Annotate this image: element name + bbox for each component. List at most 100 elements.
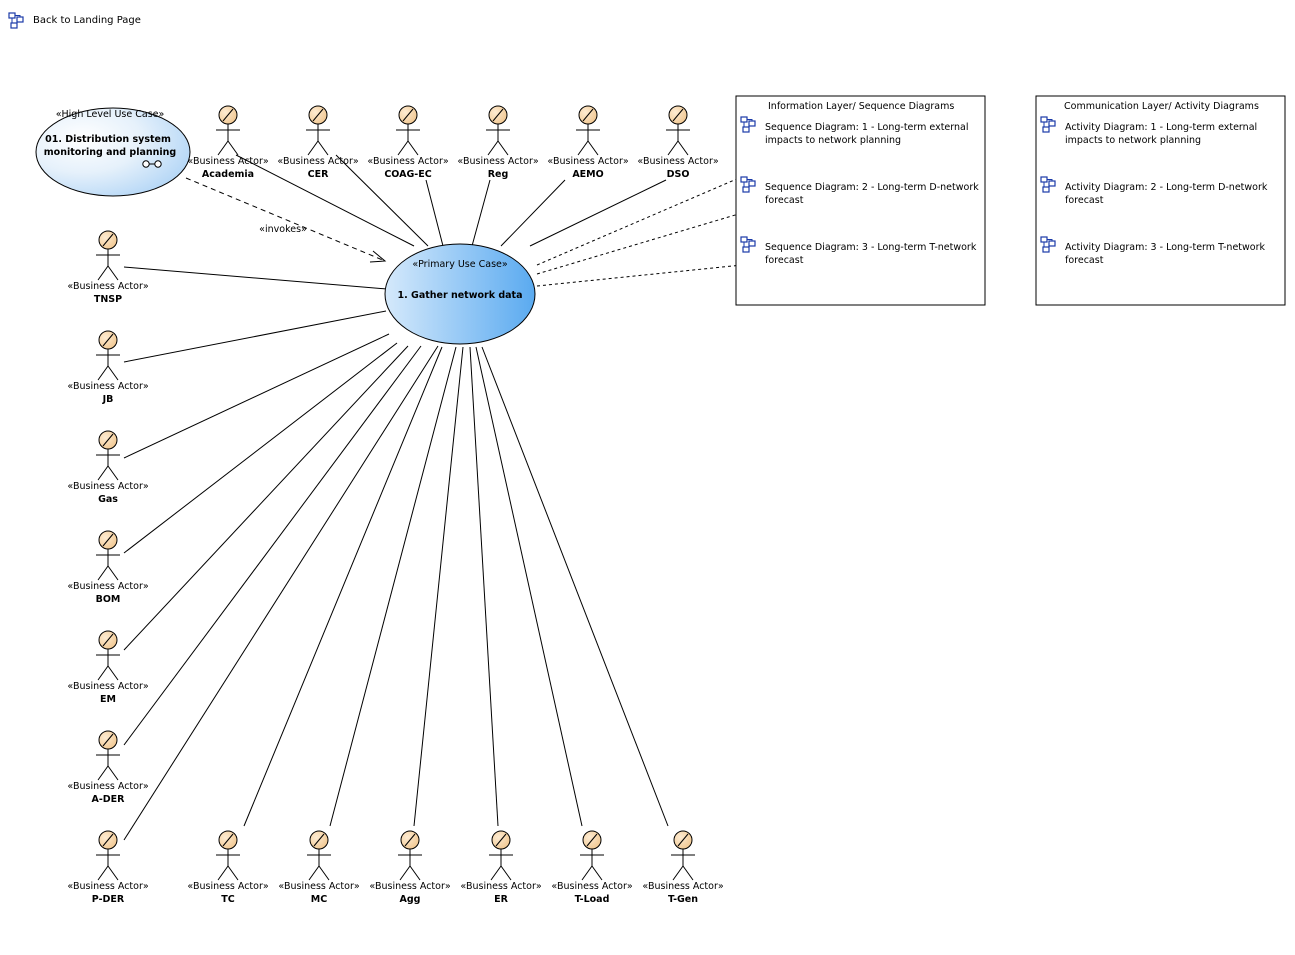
- actor-stereotype: «Business Actor»: [67, 781, 149, 792]
- association-line-top-4: [500, 179, 566, 247]
- actor-academia[interactable]: «Business Actor» Academia: [187, 105, 269, 180]
- sequence-diagram-link-1[interactable]: Sequence Diagram: 1 - Long-term external…: [740, 116, 969, 146]
- high-level-use-case-stereotype: «High Level Use Case»: [56, 109, 165, 120]
- actor-head-slash: [102, 633, 114, 647]
- actor-name: A-DER: [92, 794, 126, 805]
- diagram-link-icon: [8, 11, 24, 29]
- actor-stereotype: «Business Actor»: [67, 881, 149, 892]
- actor-stereotype: «Business Actor»: [642, 881, 724, 892]
- actor-name: Academia: [202, 169, 254, 180]
- actor-name: Agg: [400, 894, 421, 905]
- actor-leg-right: [587, 140, 599, 156]
- actor-leg-right: [107, 665, 119, 681]
- actor-head-slash: [102, 333, 114, 347]
- actor-stereotype: «Business Actor»: [187, 881, 269, 892]
- actor-leg-right: [500, 865, 512, 881]
- actor-leg-right: [409, 865, 421, 881]
- trace-line-1: [536, 209, 753, 275]
- actor-stereotype: «Business Actor»: [187, 156, 269, 167]
- activity-diagram-link-1[interactable]: Activity Diagram: 1 - Long-term external…: [1040, 116, 1257, 146]
- actor-leg-left: [97, 465, 109, 481]
- actor-reg[interactable]: «Business Actor»Reg: [457, 105, 539, 180]
- association-line-left-6: [123, 345, 439, 841]
- association-line-top-3: [471, 179, 491, 247]
- actor-t-load[interactable]: «Business Actor»T-Load: [551, 830, 633, 905]
- actor-tnsp[interactable]: «Business Actor» TNSP: [67, 230, 149, 305]
- actor-name: DSO: [667, 169, 690, 180]
- actor-aemo[interactable]: «Business Actor»AEMO: [547, 105, 629, 180]
- actor-leg-left: [577, 140, 589, 156]
- actor-leg-left: [217, 865, 229, 881]
- invokes-label: «invokes»: [259, 224, 307, 235]
- actor-a-der[interactable]: «Business Actor» A-DER: [67, 730, 149, 805]
- actor-stereotype: «Business Actor»: [369, 881, 451, 892]
- actor-bom[interactable]: «Business Actor»BOM: [67, 530, 149, 605]
- information-layer-title: Information Layer/ Sequence Diagrams: [768, 101, 954, 112]
- actor-leg-left: [397, 140, 409, 156]
- actor-name: T-Load: [575, 894, 610, 905]
- actor-leg-right: [318, 865, 330, 881]
- association-line-bottom-5: [481, 346, 669, 827]
- activity-diagram-link-3[interactable]: Activity Diagram: 3 - Long-term T-networ…: [1040, 236, 1266, 266]
- actor-name: TC: [221, 894, 234, 905]
- sequence-diagram-link-2[interactable]: Sequence Diagram: 2 - Long-term D-networ…: [740, 176, 979, 206]
- actor-tc[interactable]: «Business Actor» TC: [187, 830, 269, 905]
- actor-leg-left: [97, 665, 109, 681]
- actor-coag-ec[interactable]: «Business Actor»COAG-EC: [367, 105, 449, 180]
- back-to-landing-link[interactable]: Back to Landing Page: [8, 11, 141, 29]
- actor-leg-right: [227, 140, 239, 156]
- actor-mc[interactable]: «Business Actor» MC: [278, 830, 360, 905]
- association-line-bottom-2: [413, 346, 464, 827]
- actor-agg[interactable]: «Business Actor» Agg: [369, 830, 451, 905]
- actor-leg-right: [107, 265, 119, 281]
- back-link-label: Back to Landing Page: [33, 14, 141, 26]
- actor-stereotype: «Business Actor»: [460, 881, 542, 892]
- actor-leg-left: [97, 265, 109, 281]
- actor-stereotype: «Business Actor»: [67, 581, 149, 592]
- high-level-use-case[interactable]: «High Level Use Case» 01. Distribution s…: [35, 107, 191, 197]
- trace-line-2: [536, 264, 743, 287]
- actor-er[interactable]: «Business Actor» ER: [460, 830, 542, 905]
- actor-em[interactable]: «Business Actor»EM: [67, 630, 149, 705]
- actor-head-slash: [102, 433, 114, 447]
- actor-leg-right: [107, 765, 119, 781]
- actor-name: Gas: [98, 494, 118, 505]
- actor-head-slash: [313, 833, 325, 847]
- primary-use-case[interactable]: «Primary Use Case» 1. Gather network dat…: [384, 243, 536, 345]
- actor-leg-right: [107, 565, 119, 581]
- association-line-left-4: [123, 345, 409, 651]
- activity-diagram-link-text: Activity Diagram: 2 - Long-term D-networ…: [1065, 182, 1268, 193]
- actor-name: TNSP: [94, 294, 122, 305]
- actor-stereotype: «Business Actor»: [67, 281, 149, 292]
- actor-leg-left: [97, 365, 109, 381]
- actor-head-slash: [102, 833, 114, 847]
- activity-diagram-link-2[interactable]: Activity Diagram: 2 - Long-term D-networ…: [1040, 176, 1268, 206]
- actor-stereotype: «Business Actor»: [457, 156, 539, 167]
- actor-jb[interactable]: «Business Actor»JB: [67, 330, 149, 405]
- actor-name: COAG-EC: [384, 169, 431, 180]
- actor-t-gen[interactable]: «Business Actor»T-Gen: [642, 830, 724, 905]
- actor-dso[interactable]: «Business Actor» DSO: [637, 105, 719, 180]
- actor-stereotype: «Business Actor»: [547, 156, 629, 167]
- actor-leg-left: [217, 140, 229, 156]
- actor-name: MC: [311, 894, 327, 905]
- actor-leg-left: [307, 140, 319, 156]
- actor-stereotype: «Business Actor»: [278, 881, 360, 892]
- primary-use-case-stereotype: «Primary Use Case»: [412, 259, 508, 270]
- actor-leg-left: [97, 865, 109, 881]
- high-level-use-case-name-line-1: 01. Distribution system: [45, 134, 171, 145]
- actor-head-slash: [582, 108, 594, 122]
- actor-gas[interactable]: «Business Actor»Gas: [67, 430, 149, 505]
- diagram-link-icon: [1040, 116, 1056, 133]
- actor-leg-right: [407, 140, 419, 156]
- actor-stereotype: «Business Actor»: [637, 156, 719, 167]
- actor-p-der[interactable]: «Business Actor»P-DER: [67, 830, 149, 905]
- association-line-bottom-1: [329, 346, 457, 827]
- sequence-diagram-link-text: Sequence Diagram: 2 - Long-term D-networ…: [765, 182, 979, 193]
- association-line-left-1: [123, 310, 387, 363]
- actor-name: ER: [494, 894, 508, 905]
- sequence-diagram-link-3[interactable]: Sequence Diagram: 3 - Long-term T-networ…: [740, 236, 977, 266]
- association-line-top-0: [235, 154, 415, 247]
- actor-cer[interactable]: «Business Actor»CER: [277, 105, 359, 180]
- actor-leg-right: [227, 865, 239, 881]
